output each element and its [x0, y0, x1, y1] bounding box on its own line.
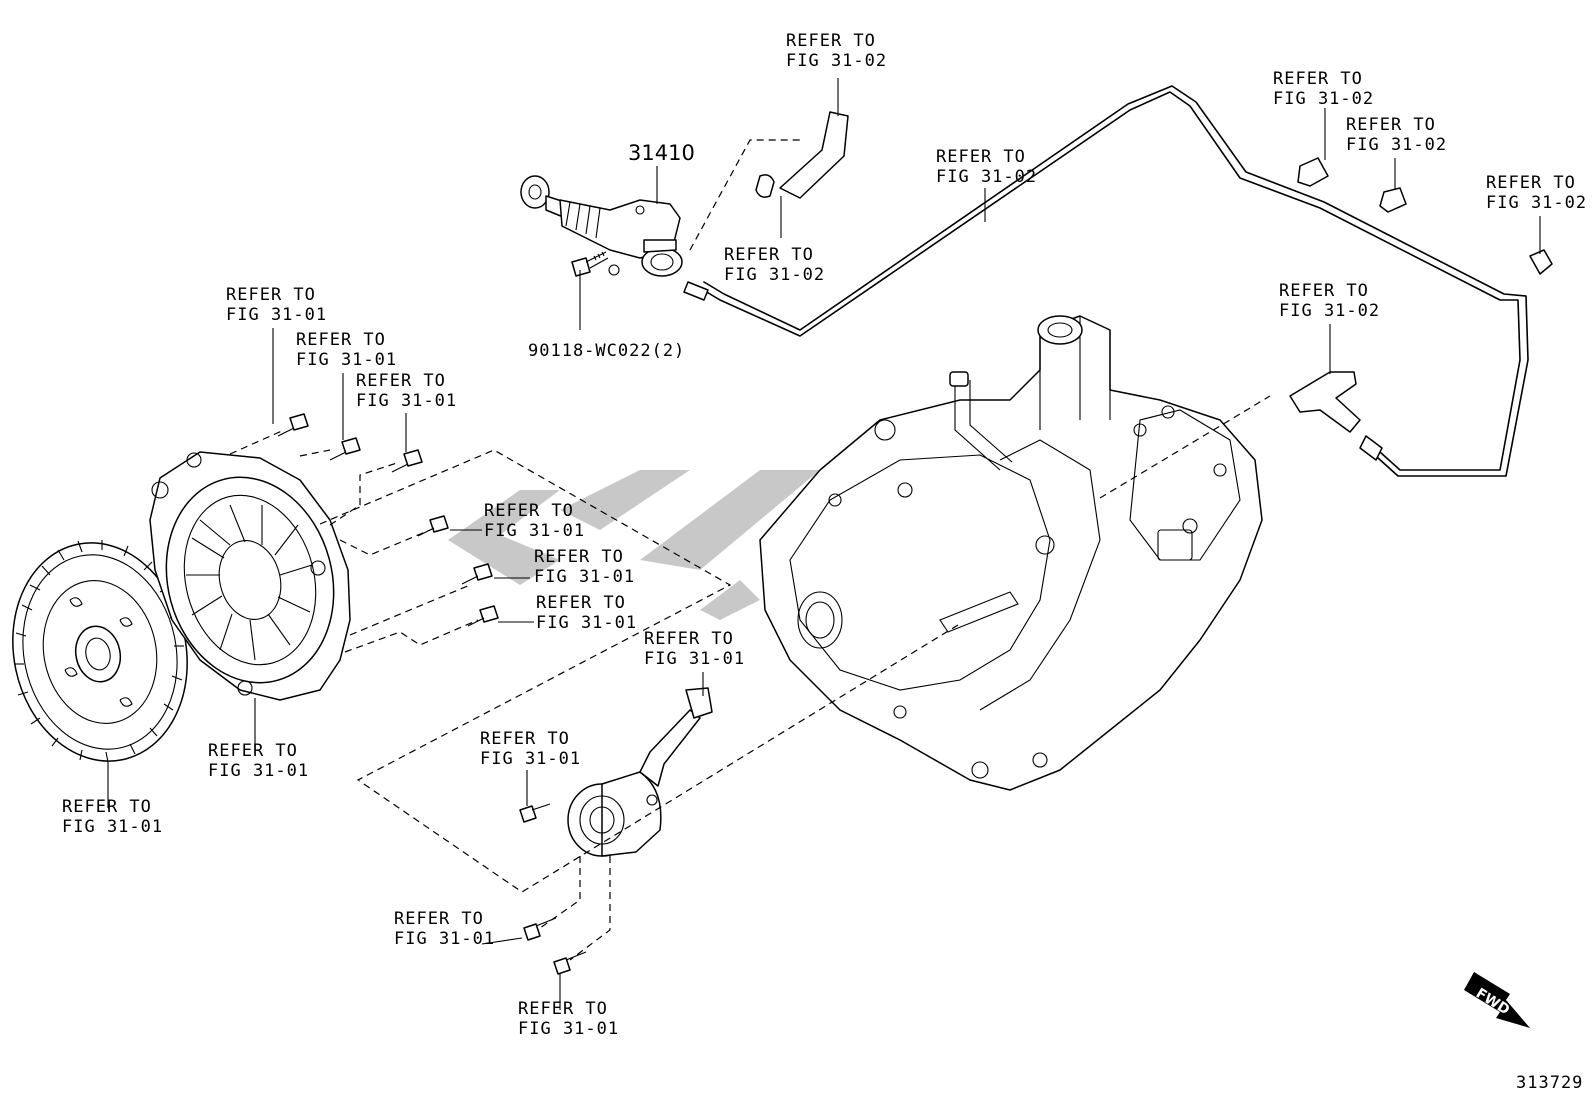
- refer-label-line: REFER TO: [936, 147, 1026, 167]
- refer-label-line: REFER TO: [644, 629, 734, 649]
- refer-label-fig: FIG 31-02: [1279, 301, 1380, 321]
- refer-label-fig: FIG 31-01: [484, 521, 585, 541]
- refer-label-fig: FIG 31-01: [534, 567, 635, 587]
- refer-label-fig: FIG 31-01: [518, 1019, 619, 1039]
- refer-label-line: REFER TO: [1273, 69, 1363, 89]
- pipe-union-fitting: [1289, 371, 1361, 433]
- master-cylinder-bolt: [571, 251, 609, 277]
- assembly-dashed-lines: [229, 139, 1271, 961]
- refer-label-line: REFER TO: [226, 285, 316, 305]
- refer-label-fig: FIG 31-02: [1486, 193, 1587, 213]
- pedal-push-rod: [755, 111, 849, 199]
- refer-bolt-6: REFER TO FIG 31-01: [536, 593, 637, 633]
- refer-label-line: REFER TO: [356, 371, 446, 391]
- refer-label-fig: FIG 31-02: [1346, 135, 1447, 155]
- refer-spring: REFER TO FIG 31-02: [724, 245, 825, 285]
- master-cylinder-bolt-part-number: 90118-WC022(2): [528, 341, 685, 361]
- refer-label-line: REFER TO: [484, 501, 574, 521]
- refer-union: REFER TO FIG 31-02: [1279, 281, 1380, 321]
- cover-bolts: [277, 413, 587, 975]
- pipe-clip-2: [1379, 187, 1407, 213]
- refer-clip-3: REFER TO FIG 31-02: [1486, 173, 1587, 213]
- forward-direction-arrow-icon: FWD: [1464, 972, 1530, 1028]
- refer-label-fig: FIG 31-01: [296, 350, 397, 370]
- concentric-slave-cylinder: [567, 687, 713, 857]
- refer-label-fig: FIG 31-02: [936, 167, 1037, 187]
- refer-slave-bolt-2: REFER TO FIG 31-01: [394, 909, 495, 949]
- refer-bolt-3: REFER TO FIG 31-01: [356, 371, 457, 411]
- refer-label-fig: FIG 31-01: [536, 613, 637, 633]
- refer-label-line: REFER TO: [1486, 173, 1576, 193]
- clutch-hydraulic-pipe: [683, 85, 1529, 477]
- clutch-disc: [12, 540, 188, 763]
- refer-label-fig: FIG 31-02: [724, 265, 825, 285]
- refer-bolt-4: REFER TO FIG 31-01: [484, 501, 585, 541]
- leader-lines: [107, 78, 1541, 1010]
- refer-cover: REFER TO FIG 31-01: [208, 741, 309, 781]
- refer-label-fig: FIG 31-01: [394, 929, 495, 949]
- diagram-id: 313729: [1516, 1073, 1583, 1093]
- refer-label-fig: FIG 31-01: [644, 649, 745, 669]
- refer-label-line: REFER TO: [724, 245, 814, 265]
- refer-label-fig: FIG 31-01: [480, 749, 581, 769]
- refer-label-fig: FIG 31-01: [208, 761, 309, 781]
- refer-label-line: REFER TO: [518, 999, 608, 1019]
- refer-label-fig: FIG 31-02: [1273, 89, 1374, 109]
- pipe-clip-3: [1529, 249, 1553, 275]
- refer-bolt-2: REFER TO FIG 31-01: [296, 330, 397, 370]
- refer-label-line: REFER TO: [786, 31, 876, 51]
- refer-label-line: REFER TO: [296, 330, 386, 350]
- refer-clip-2: REFER TO FIG 31-02: [1346, 115, 1447, 155]
- clutch-cover: [149, 451, 351, 701]
- refer-label-line: REFER TO: [1279, 281, 1369, 301]
- refer-pipe: REFER TO FIG 31-02: [936, 147, 1037, 187]
- transaxle-case: [759, 315, 1263, 791]
- refer-label-line: REFER TO: [62, 797, 152, 817]
- refer-slave-hose: REFER TO FIG 31-01: [644, 629, 745, 669]
- refer-slave-bolt-3: REFER TO FIG 31-01: [518, 999, 619, 1039]
- pipe-clip-1: [1297, 157, 1329, 187]
- refer-label-line: REFER TO: [536, 593, 626, 613]
- refer-disc: REFER TO FIG 31-01: [62, 797, 163, 837]
- refer-label-line: REFER TO: [480, 729, 570, 749]
- refer-label-line: REFER TO: [534, 547, 624, 567]
- refer-label-line: REFER TO: [1346, 115, 1436, 135]
- refer-label-line: REFER TO: [208, 741, 298, 761]
- refer-label-fig: FIG 31-01: [356, 391, 457, 411]
- refer-label-fig: FIG 31-01: [62, 817, 163, 837]
- refer-bolt-5: REFER TO FIG 31-01: [534, 547, 635, 587]
- clutch-master-cylinder: [520, 175, 683, 277]
- refer-slave-bolt: REFER TO FIG 31-01: [480, 729, 581, 769]
- master-cylinder-part-number: 31410: [628, 141, 695, 165]
- refer-label-fig: FIG 31-01: [226, 305, 327, 325]
- refer-label-line: REFER TO: [394, 909, 484, 929]
- refer-clip-1: REFER TO FIG 31-02: [1273, 69, 1374, 109]
- refer-pushrod: REFER TO FIG 31-02: [786, 31, 887, 71]
- refer-label-fig: FIG 31-02: [786, 51, 887, 71]
- refer-bolt-1: REFER TO FIG 31-01: [226, 285, 327, 325]
